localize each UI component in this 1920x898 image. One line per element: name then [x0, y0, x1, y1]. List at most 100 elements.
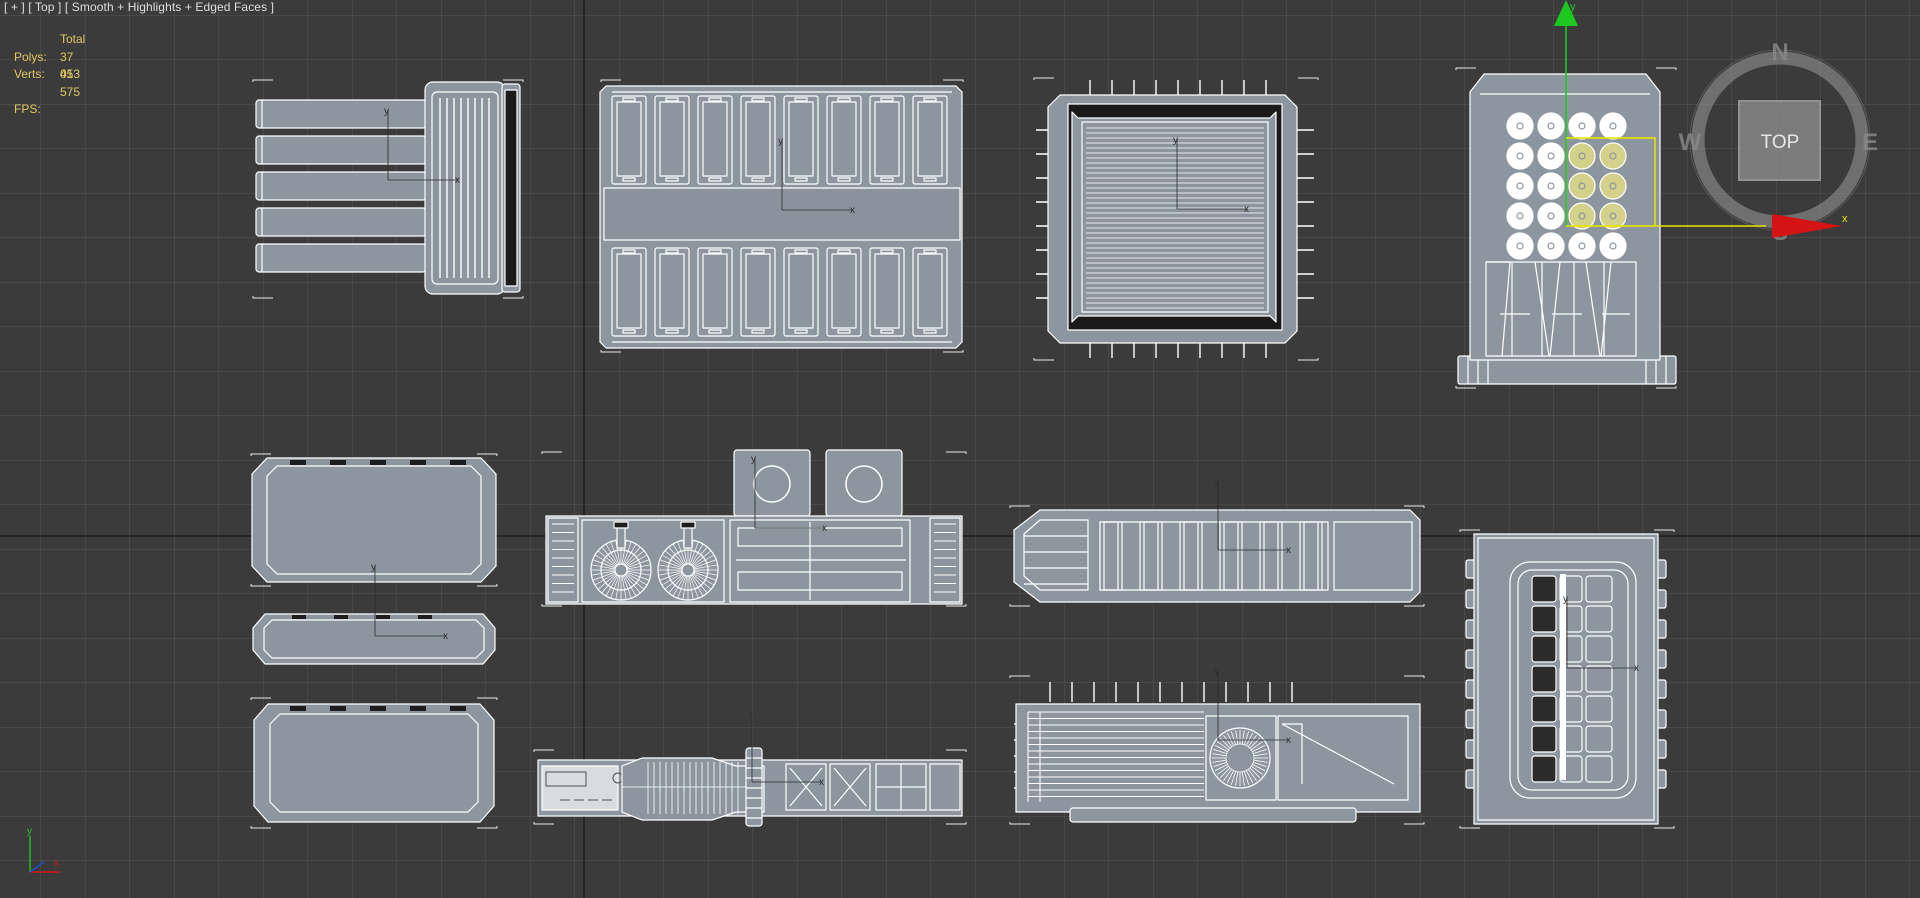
- gizmo-xy-plane[interactable]: [1566, 137, 1656, 226]
- cell-light: [1585, 695, 1613, 723]
- fanrail-blade: [1251, 765, 1263, 775]
- pod-tube-core: [1547, 242, 1555, 250]
- compass-w-label[interactable]: W: [1679, 129, 1702, 156]
- pod-tube: [1599, 232, 1627, 260]
- object-rocket-pod[interactable]: [1455, 67, 1677, 389]
- pod-tube-core: [1516, 182, 1524, 190]
- slot-cell-notch: [923, 97, 937, 102]
- viewport-menu-plus[interactable]: [ + ]: [4, 0, 25, 14]
- compass-e-label[interactable]: E: [1862, 129, 1878, 156]
- bar-stripe: [1099, 521, 1123, 591]
- cell-dark: [1531, 725, 1557, 753]
- pivot-rail: x y: [748, 708, 824, 788]
- axis-tripod-y-label: y: [27, 826, 32, 837]
- transform-gizmo[interactable]: x y: [1554, 0, 1848, 238]
- object-striped-bar[interactable]: x y: [1009, 476, 1425, 607]
- fanrail-blade: [1235, 771, 1239, 786]
- bar-stripe: [1179, 521, 1203, 591]
- slot-cell-notch: [622, 249, 636, 254]
- slot-cell-notch: [708, 97, 722, 102]
- scene-objects[interactable]: x y x y: [250, 67, 1677, 829]
- fanrail-blade: [1212, 759, 1227, 763]
- gizmo-y-arrow[interactable]: [1554, 0, 1578, 26]
- bar-stripe: [1299, 521, 1323, 591]
- pivot-slot: x y: [778, 136, 855, 216]
- slot-cell-notch: [708, 177, 722, 182]
- cell-dark: [1531, 605, 1557, 633]
- cell-light: [1585, 635, 1613, 663]
- pod-tube-core: [1609, 242, 1617, 250]
- pod-tube-core: [1547, 212, 1555, 220]
- stats-fps-label: FPS:: [14, 101, 41, 116]
- cell-light: [1585, 575, 1613, 603]
- bar-stripe-inner: [1103, 521, 1119, 591]
- fan-strut: [683, 525, 693, 549]
- slot-cell-notch: [837, 329, 851, 334]
- slot-cell-notch: [751, 329, 765, 334]
- viewcube-top-face[interactable]: [1738, 100, 1821, 181]
- object-slot-panel[interactable]: x y: [599, 79, 964, 353]
- object-plate-a[interactable]: [250, 453, 498, 587]
- slot-cell-inner: [745, 101, 771, 177]
- pivot-vent-y-label: y: [1173, 135, 1178, 146]
- viewport-label[interactable]: [ + ] [ Top ] [ Smooth + Highlights + Ed…: [4, 0, 274, 14]
- slot-cell-notch: [794, 97, 808, 102]
- gizmo-x-arrow[interactable]: [1772, 214, 1842, 238]
- object-plate-b[interactable]: x y: [252, 562, 496, 665]
- fanrail-blade: [1223, 769, 1233, 781]
- fanrail-blade: [1241, 730, 1245, 745]
- pivot-cell: x y: [1563, 594, 1639, 674]
- object-fan-rail-panel[interactable]: x y: [1009, 666, 1425, 825]
- fanrail-blade: [1243, 731, 1250, 745]
- pod-tube: [1599, 142, 1627, 170]
- object-rail-unit[interactable]: x y: [533, 708, 967, 827]
- pivot-comb-y-label: y: [384, 106, 389, 117]
- object-plate-c[interactable]: [250, 697, 498, 829]
- pivot-rail-y-label: y: [748, 708, 753, 719]
- object-twin-fan-unit[interactable]: x y: [541, 449, 967, 607]
- slot-cell-notch: [622, 177, 636, 182]
- viewport-menu-shading[interactable]: [ Smooth + Highlights + Edged Faces ]: [64, 0, 275, 14]
- fan-hub: [614, 563, 628, 577]
- pod-tube-core: [1516, 152, 1524, 160]
- cell-dark: [1531, 695, 1557, 723]
- slot-cell-notch: [794, 249, 808, 254]
- viewcube[interactable]: TOP N W E S: [1679, 39, 1878, 246]
- slot-cell: [869, 247, 905, 337]
- pod-tube: [1568, 232, 1596, 260]
- slot-cell: [654, 95, 690, 185]
- slot-cell-notch: [708, 249, 722, 254]
- slot-cell-inner: [874, 101, 900, 177]
- pod-tube: [1506, 112, 1534, 140]
- slot-cell: [783, 247, 819, 337]
- object-vent-plate[interactable]: x y: [1033, 77, 1319, 361]
- slot-cell-notch: [665, 329, 679, 334]
- pod-tube: [1568, 142, 1596, 170]
- stats-total-header: Total: [60, 32, 86, 46]
- slot-cell: [611, 95, 647, 185]
- pod-tube-core: [1609, 122, 1617, 130]
- compass-n-label[interactable]: N: [1771, 39, 1788, 66]
- object-comb-panel[interactable]: x y: [252, 79, 524, 299]
- fanrail-blade: [1246, 770, 1254, 784]
- viewport-menu-view[interactable]: [ Top ]: [28, 0, 62, 14]
- slot-cell-notch: [880, 249, 894, 254]
- slot-cell: [912, 95, 948, 185]
- pod-tube: [1537, 202, 1565, 230]
- fanrail-blade: [1249, 767, 1261, 779]
- slot-cell-inner: [702, 101, 728, 177]
- object-cell-block[interactable]: x y: [1459, 529, 1675, 829]
- slot-cell-inner: [702, 253, 728, 329]
- fanrail-blade: [1212, 753, 1227, 757]
- pivot-vent: x y: [1173, 135, 1249, 215]
- slot-cell-notch: [923, 177, 937, 182]
- pod-tube: [1537, 112, 1565, 140]
- pivot-fan: x y: [751, 454, 827, 534]
- fanrail-hub: [1225, 743, 1255, 773]
- pod-tube-core: [1547, 182, 1555, 190]
- fan-ring: [600, 549, 642, 591]
- slot-cell-notch: [665, 249, 679, 254]
- fanrail-blade: [1219, 767, 1231, 779]
